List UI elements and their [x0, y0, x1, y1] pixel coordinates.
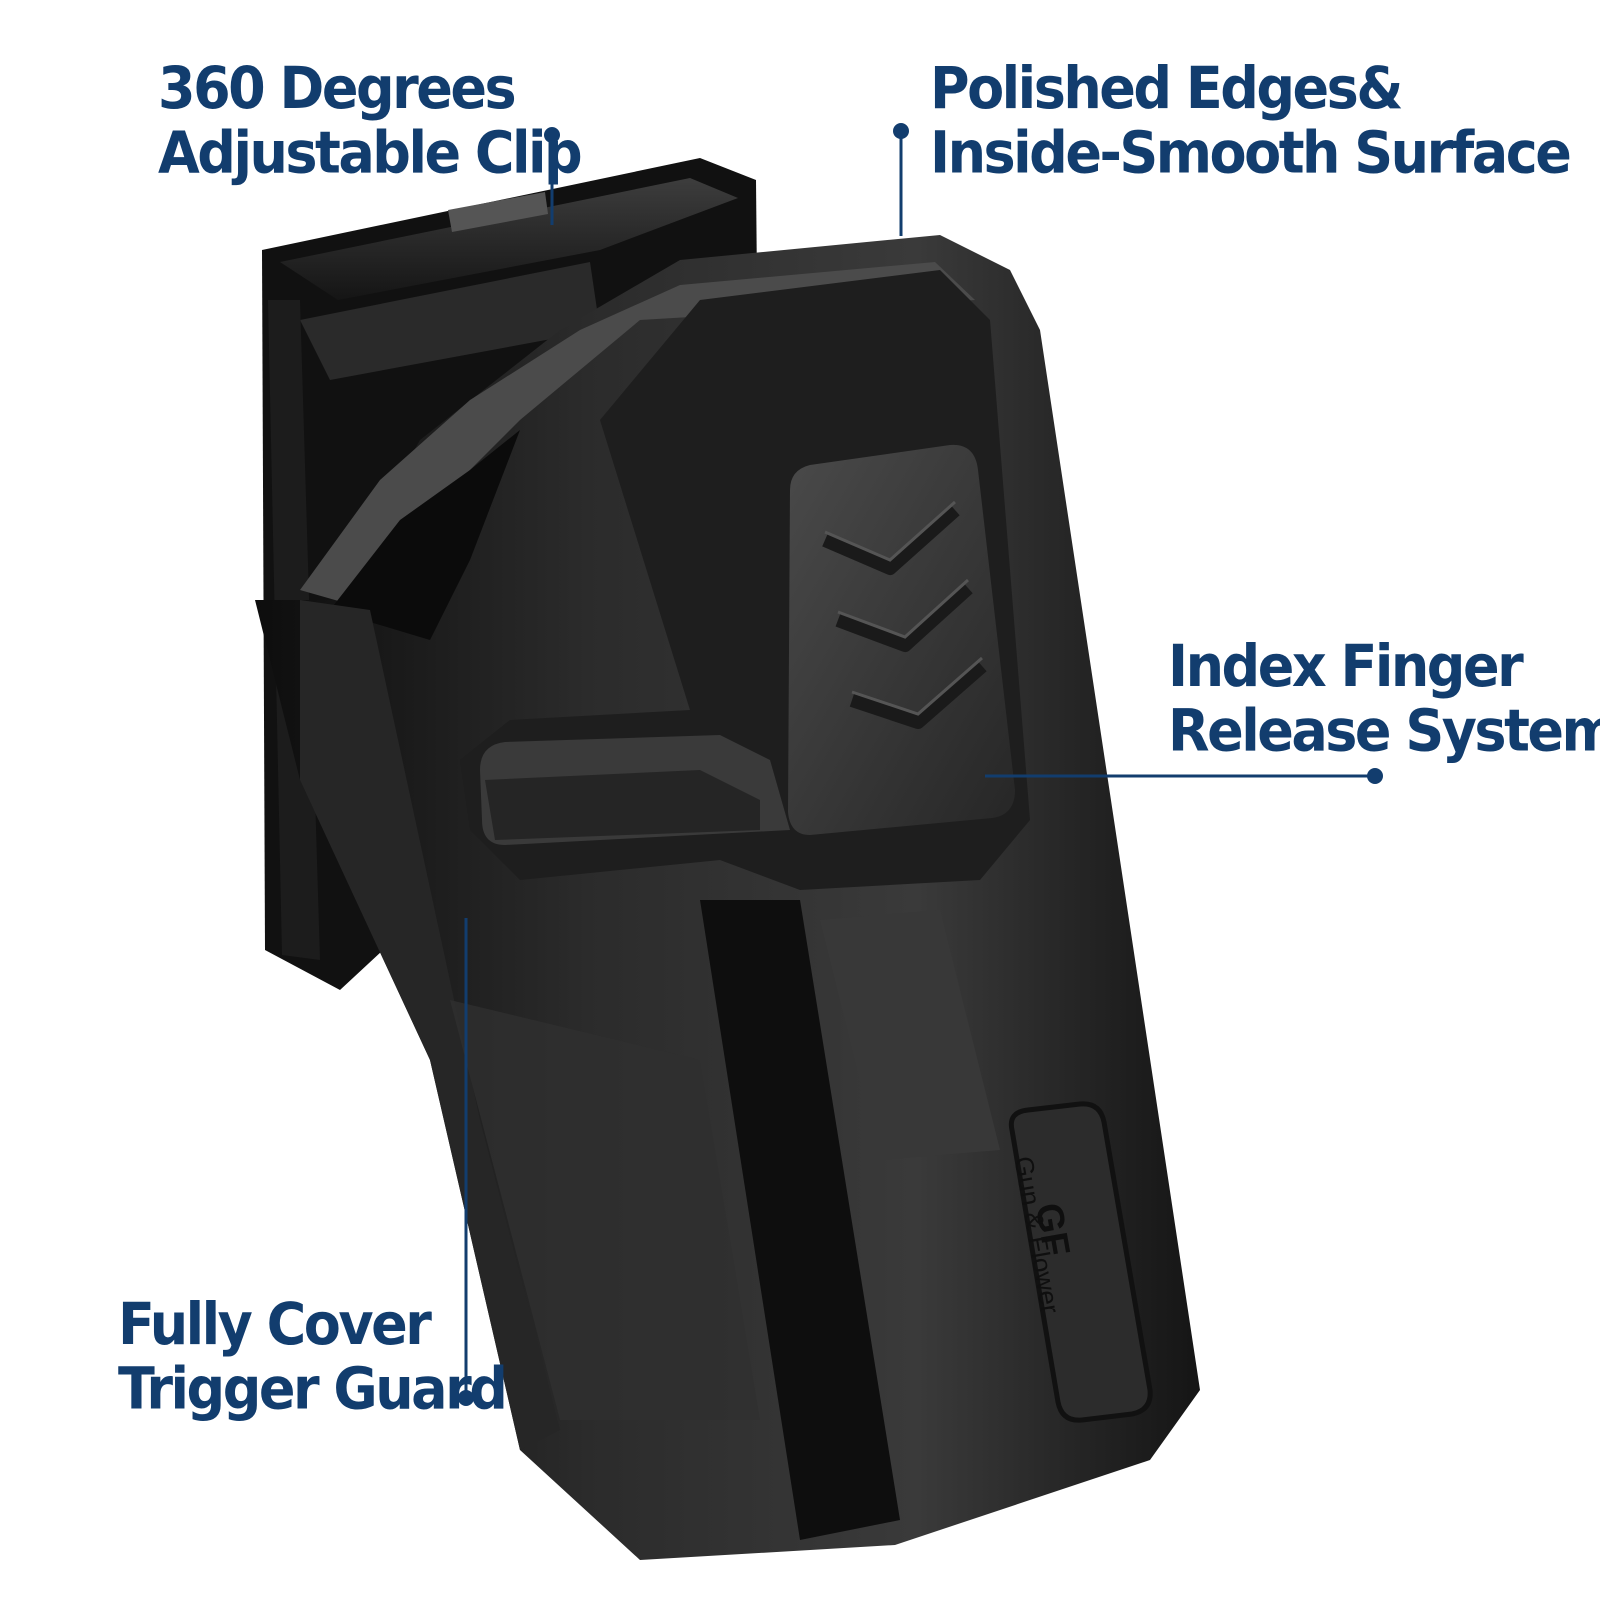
callout-line: Fully Cover [118, 1289, 432, 1358]
callout-line: Release System [1168, 696, 1600, 765]
callout-leaders [458, 123, 1383, 1406]
callout-trigger-guard: Fully Cover Trigger Guard [118, 1289, 508, 1423]
callout-line: Inside-Smooth Surface [930, 118, 1572, 187]
callout-polished-edges: Polished Edges& Inside-Smooth Surface [930, 53, 1572, 187]
callout-line: Polished Edges& [930, 53, 1403, 122]
index-finger-release-pad [460, 270, 1030, 890]
brand-logo: GF Gun & Flower [1008, 1154, 1100, 1400]
chevron-arrows-icon [822, 504, 987, 729]
callout-line: 360 Degrees [158, 53, 517, 122]
callout-line: Index Finger [1168, 631, 1524, 700]
callout-line: Adjustable Clip [158, 118, 583, 187]
callout-line: Trigger Guard [118, 1354, 508, 1423]
callout-index-finger-release: Index Finger Release System [1168, 631, 1600, 765]
callout-adjustable-clip: 360 Degrees Adjustable Clip [158, 53, 583, 187]
brand-logo-plate [1008, 1101, 1153, 1423]
